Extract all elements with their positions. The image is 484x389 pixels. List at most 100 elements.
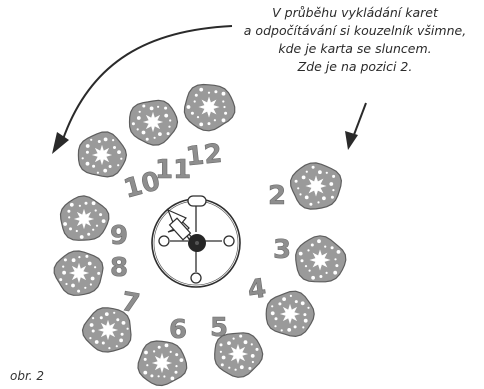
star-dot <box>90 323 94 327</box>
position-number-5: 5 <box>210 313 228 343</box>
star-dot <box>197 116 199 118</box>
star-dot <box>142 131 146 135</box>
star-dot <box>214 90 217 93</box>
star-dot <box>150 374 153 377</box>
star-dot <box>116 318 119 321</box>
star-dot <box>326 172 328 174</box>
star-dot <box>239 335 242 338</box>
star-dot <box>99 213 102 216</box>
star-dot <box>175 365 177 367</box>
star-dot <box>223 106 225 108</box>
star-dot <box>85 255 88 258</box>
star-dot <box>222 92 226 96</box>
star-dot <box>322 196 326 200</box>
star-dot <box>72 258 76 262</box>
star-dot <box>153 350 155 352</box>
star-dot <box>168 126 170 128</box>
star-dot <box>281 329 283 331</box>
star-dot <box>92 201 96 205</box>
star-dot <box>144 358 147 361</box>
star-dot <box>295 300 298 303</box>
star-dot <box>143 371 147 375</box>
star-dot <box>96 225 98 227</box>
pointer-arrow-head <box>345 131 358 150</box>
star-dot <box>68 216 70 218</box>
star-dot <box>98 140 101 143</box>
star-dot <box>251 343 253 345</box>
star-dot <box>309 270 311 272</box>
sun-core <box>312 182 320 190</box>
star-dot <box>318 170 322 174</box>
star-dot <box>91 277 95 281</box>
sun-core <box>80 215 88 223</box>
position-number-12: 12 <box>185 139 224 173</box>
star-dot <box>175 353 178 356</box>
star-dot <box>224 112 227 115</box>
star-dot <box>302 176 306 180</box>
star-dot <box>331 196 334 199</box>
star-dot <box>194 100 196 102</box>
star-dot <box>85 202 88 205</box>
star-dot <box>333 271 337 275</box>
sun-card-2 <box>291 163 342 209</box>
star-dot <box>301 259 304 262</box>
position-number-2: 2 <box>268 181 286 211</box>
star-dot <box>220 343 223 346</box>
star-dot <box>175 371 178 374</box>
star-dot <box>117 164 119 166</box>
star-dot <box>67 210 70 213</box>
star-dot <box>235 369 237 371</box>
star-dot <box>311 276 315 280</box>
star-dot <box>256 348 259 351</box>
star-dot <box>59 278 62 281</box>
star-dot <box>92 317 94 319</box>
sun-card-11 <box>130 100 178 145</box>
star-dot <box>169 119 171 121</box>
star-dot <box>222 118 226 122</box>
star-dot <box>240 365 244 369</box>
star-dot <box>164 114 168 118</box>
star-dot <box>63 222 67 226</box>
sun-card-9 <box>61 196 109 240</box>
position-number-9: 9 <box>110 221 128 251</box>
star-dot <box>80 235 84 239</box>
star-dot <box>142 105 145 108</box>
sun-core <box>149 118 157 126</box>
star-dot <box>220 351 222 353</box>
star-dot <box>158 375 160 377</box>
star-dot <box>317 201 319 203</box>
star-dot <box>306 171 308 173</box>
star-dot <box>163 375 165 377</box>
star-dot <box>102 219 106 223</box>
star-dot <box>319 275 322 278</box>
star-dot <box>299 252 303 256</box>
star-dot <box>122 321 126 325</box>
star-dot <box>116 345 118 347</box>
star-dot <box>303 313 306 316</box>
star-dot <box>132 122 135 125</box>
star-dot <box>326 272 328 274</box>
star-dot <box>154 137 156 139</box>
star-dot <box>331 246 334 249</box>
star-dot <box>290 295 292 297</box>
sun-core <box>205 103 213 111</box>
star-dot <box>252 361 254 363</box>
star-dot <box>146 364 148 366</box>
star-dot <box>170 351 172 353</box>
star-dot <box>108 347 110 349</box>
star-dot <box>144 351 148 355</box>
star-dot <box>71 284 75 288</box>
star-dot <box>165 344 169 348</box>
sun-card-12 <box>184 85 234 131</box>
position-number-7: 7 <box>119 287 142 320</box>
sun-card-3 <box>296 236 346 282</box>
star-dot <box>299 193 301 195</box>
star-dot <box>332 175 335 178</box>
sun-card-10 <box>78 132 126 177</box>
star-dot <box>137 116 141 120</box>
star-dot <box>79 205 81 207</box>
sun-card-8 <box>54 251 103 295</box>
star-dot <box>311 244 314 247</box>
